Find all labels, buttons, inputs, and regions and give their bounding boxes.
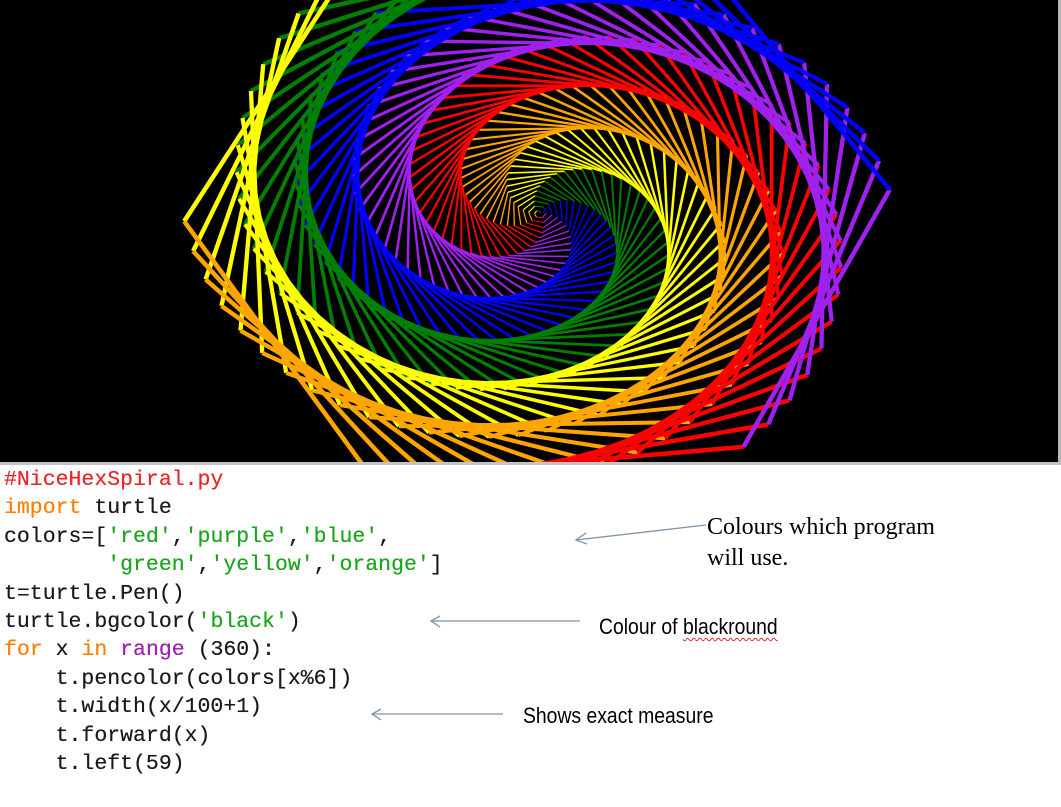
code-line: t.width(x/100+1) xyxy=(4,693,443,721)
annotation-background-prefix: Colour of xyxy=(599,614,683,639)
code-token-comment: #NiceHexSpiral.py xyxy=(4,468,224,492)
code-token-plain: , xyxy=(313,553,327,578)
code-token-string: 'blue' xyxy=(300,524,379,549)
code-line: t.left(59) xyxy=(4,750,443,778)
code-line: t=turtle.Pen() xyxy=(4,580,443,608)
code-line: colors=['red','purple','blue', xyxy=(4,523,443,551)
code-token-string: 'yellow' xyxy=(210,553,314,578)
hex-spiral-drawing xyxy=(182,0,892,462)
code-token-plain xyxy=(107,638,120,662)
code-token-string: 'red' xyxy=(107,524,172,549)
code-token-keyword: for xyxy=(4,638,43,663)
code-token-plain: , xyxy=(197,553,211,578)
code-line: import turtle xyxy=(4,494,443,522)
code-token-plain: t.width(x/100+1) xyxy=(4,695,263,720)
arrow-icon-colours xyxy=(574,524,707,545)
annotation-colours: Colours which program will use. xyxy=(707,512,935,574)
code-token-plain: , xyxy=(171,524,185,549)
code-token-plain: ) xyxy=(287,609,301,634)
code-token-plain: t.left(59) xyxy=(4,751,185,776)
code-token-plain: ] xyxy=(429,553,443,578)
code-token-plain: turtle xyxy=(81,496,172,521)
code-token-plain: , xyxy=(287,524,301,549)
code-token-plain xyxy=(4,553,107,577)
annotation-background: Colour of blackround xyxy=(599,614,778,640)
code-token-plain: (360): xyxy=(184,638,275,663)
code-token-plain: turtle.bgcolor( xyxy=(4,609,198,634)
code-token-plain: t.forward(x) xyxy=(4,723,211,748)
code-token-string: 'purple' xyxy=(184,524,288,549)
code-token-plain: , xyxy=(378,524,392,549)
annotation-measure: Shows exact measure xyxy=(523,703,714,728)
misspelled-word: blackround xyxy=(682,614,778,639)
annotation-colours-line1: Colours which program xyxy=(707,514,935,540)
code-line: #NiceHexSpiral.py xyxy=(4,466,443,494)
code-token-plain: x xyxy=(42,638,82,663)
code-token-keyword: import xyxy=(4,496,82,521)
code-line: for x in range (360): xyxy=(4,636,443,664)
code-token-plain: colors=[ xyxy=(4,524,108,549)
code-line: turtle.bgcolor('black') xyxy=(4,608,443,636)
code-line: 'green','yellow','orange'] xyxy=(4,551,443,579)
code-token-string: 'orange' xyxy=(326,553,430,578)
code-line: t.pencolor(colors[x%6]) xyxy=(4,665,443,693)
annotation-colours-line2: will use. xyxy=(707,545,789,571)
code-token-string: 'black' xyxy=(197,609,288,634)
code-token-plain: t.pencolor(colors[x%6]) xyxy=(4,666,353,691)
code-token-string: 'green' xyxy=(107,553,198,578)
arrow-icon-background xyxy=(429,615,580,628)
code-line: t.forward(x) xyxy=(4,722,443,750)
code-token-plain: t=turtle.Pen() xyxy=(4,581,185,606)
code-token-keyword: in xyxy=(81,638,108,663)
code-token-builtin: range xyxy=(120,638,185,663)
turtle-output-canvas xyxy=(0,0,1061,465)
